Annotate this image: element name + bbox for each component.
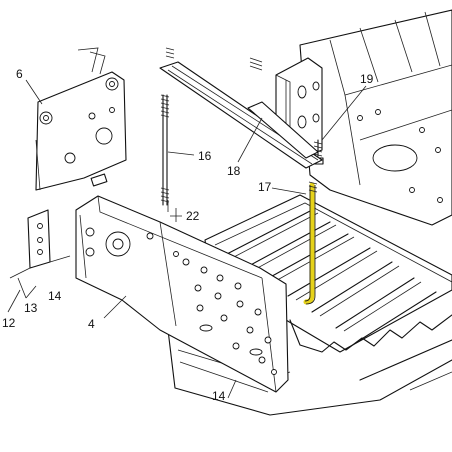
rod-17-highlighted (303, 181, 318, 305)
bracket-6 (35, 47, 127, 191)
leader-6 (25, 79, 43, 105)
callout-labels: 6 16 18 19 17 22 4 13 14 12 14 (2, 67, 374, 403)
wall-oval-hole (372, 144, 418, 172)
callout-14-left: 14 (48, 289, 62, 303)
leader-12 (7, 289, 21, 313)
callout-13: 13 (24, 301, 38, 315)
callout-18: 18 (227, 164, 241, 178)
spring-top (165, 47, 263, 71)
callout-19: 19 (360, 72, 374, 86)
leader-14-bottom (227, 379, 237, 399)
leader-13 (17, 277, 37, 299)
callout-12: 12 (2, 316, 16, 330)
callout-16: 16 (198, 149, 212, 163)
callout-17: 17 (258, 180, 272, 194)
rear-wall (299, 9, 452, 226)
leader-19 (321, 85, 367, 141)
leader-16 (167, 151, 195, 156)
floor-frame (167, 329, 452, 416)
leader-4 (103, 295, 127, 319)
rail-18 (159, 61, 323, 169)
leader-22 (170, 208, 182, 222)
callout-6: 6 (16, 67, 23, 81)
leader-18 (237, 117, 263, 163)
callout-4: 4 (88, 317, 95, 331)
rod-16 (160, 94, 170, 206)
callout-14-bottom: 14 (212, 389, 226, 403)
side-plate-4 (75, 195, 289, 393)
leader-17 (271, 187, 307, 195)
leader-lines (7, 79, 367, 399)
bracket-14 (9, 209, 71, 279)
callout-22: 22 (186, 209, 200, 223)
